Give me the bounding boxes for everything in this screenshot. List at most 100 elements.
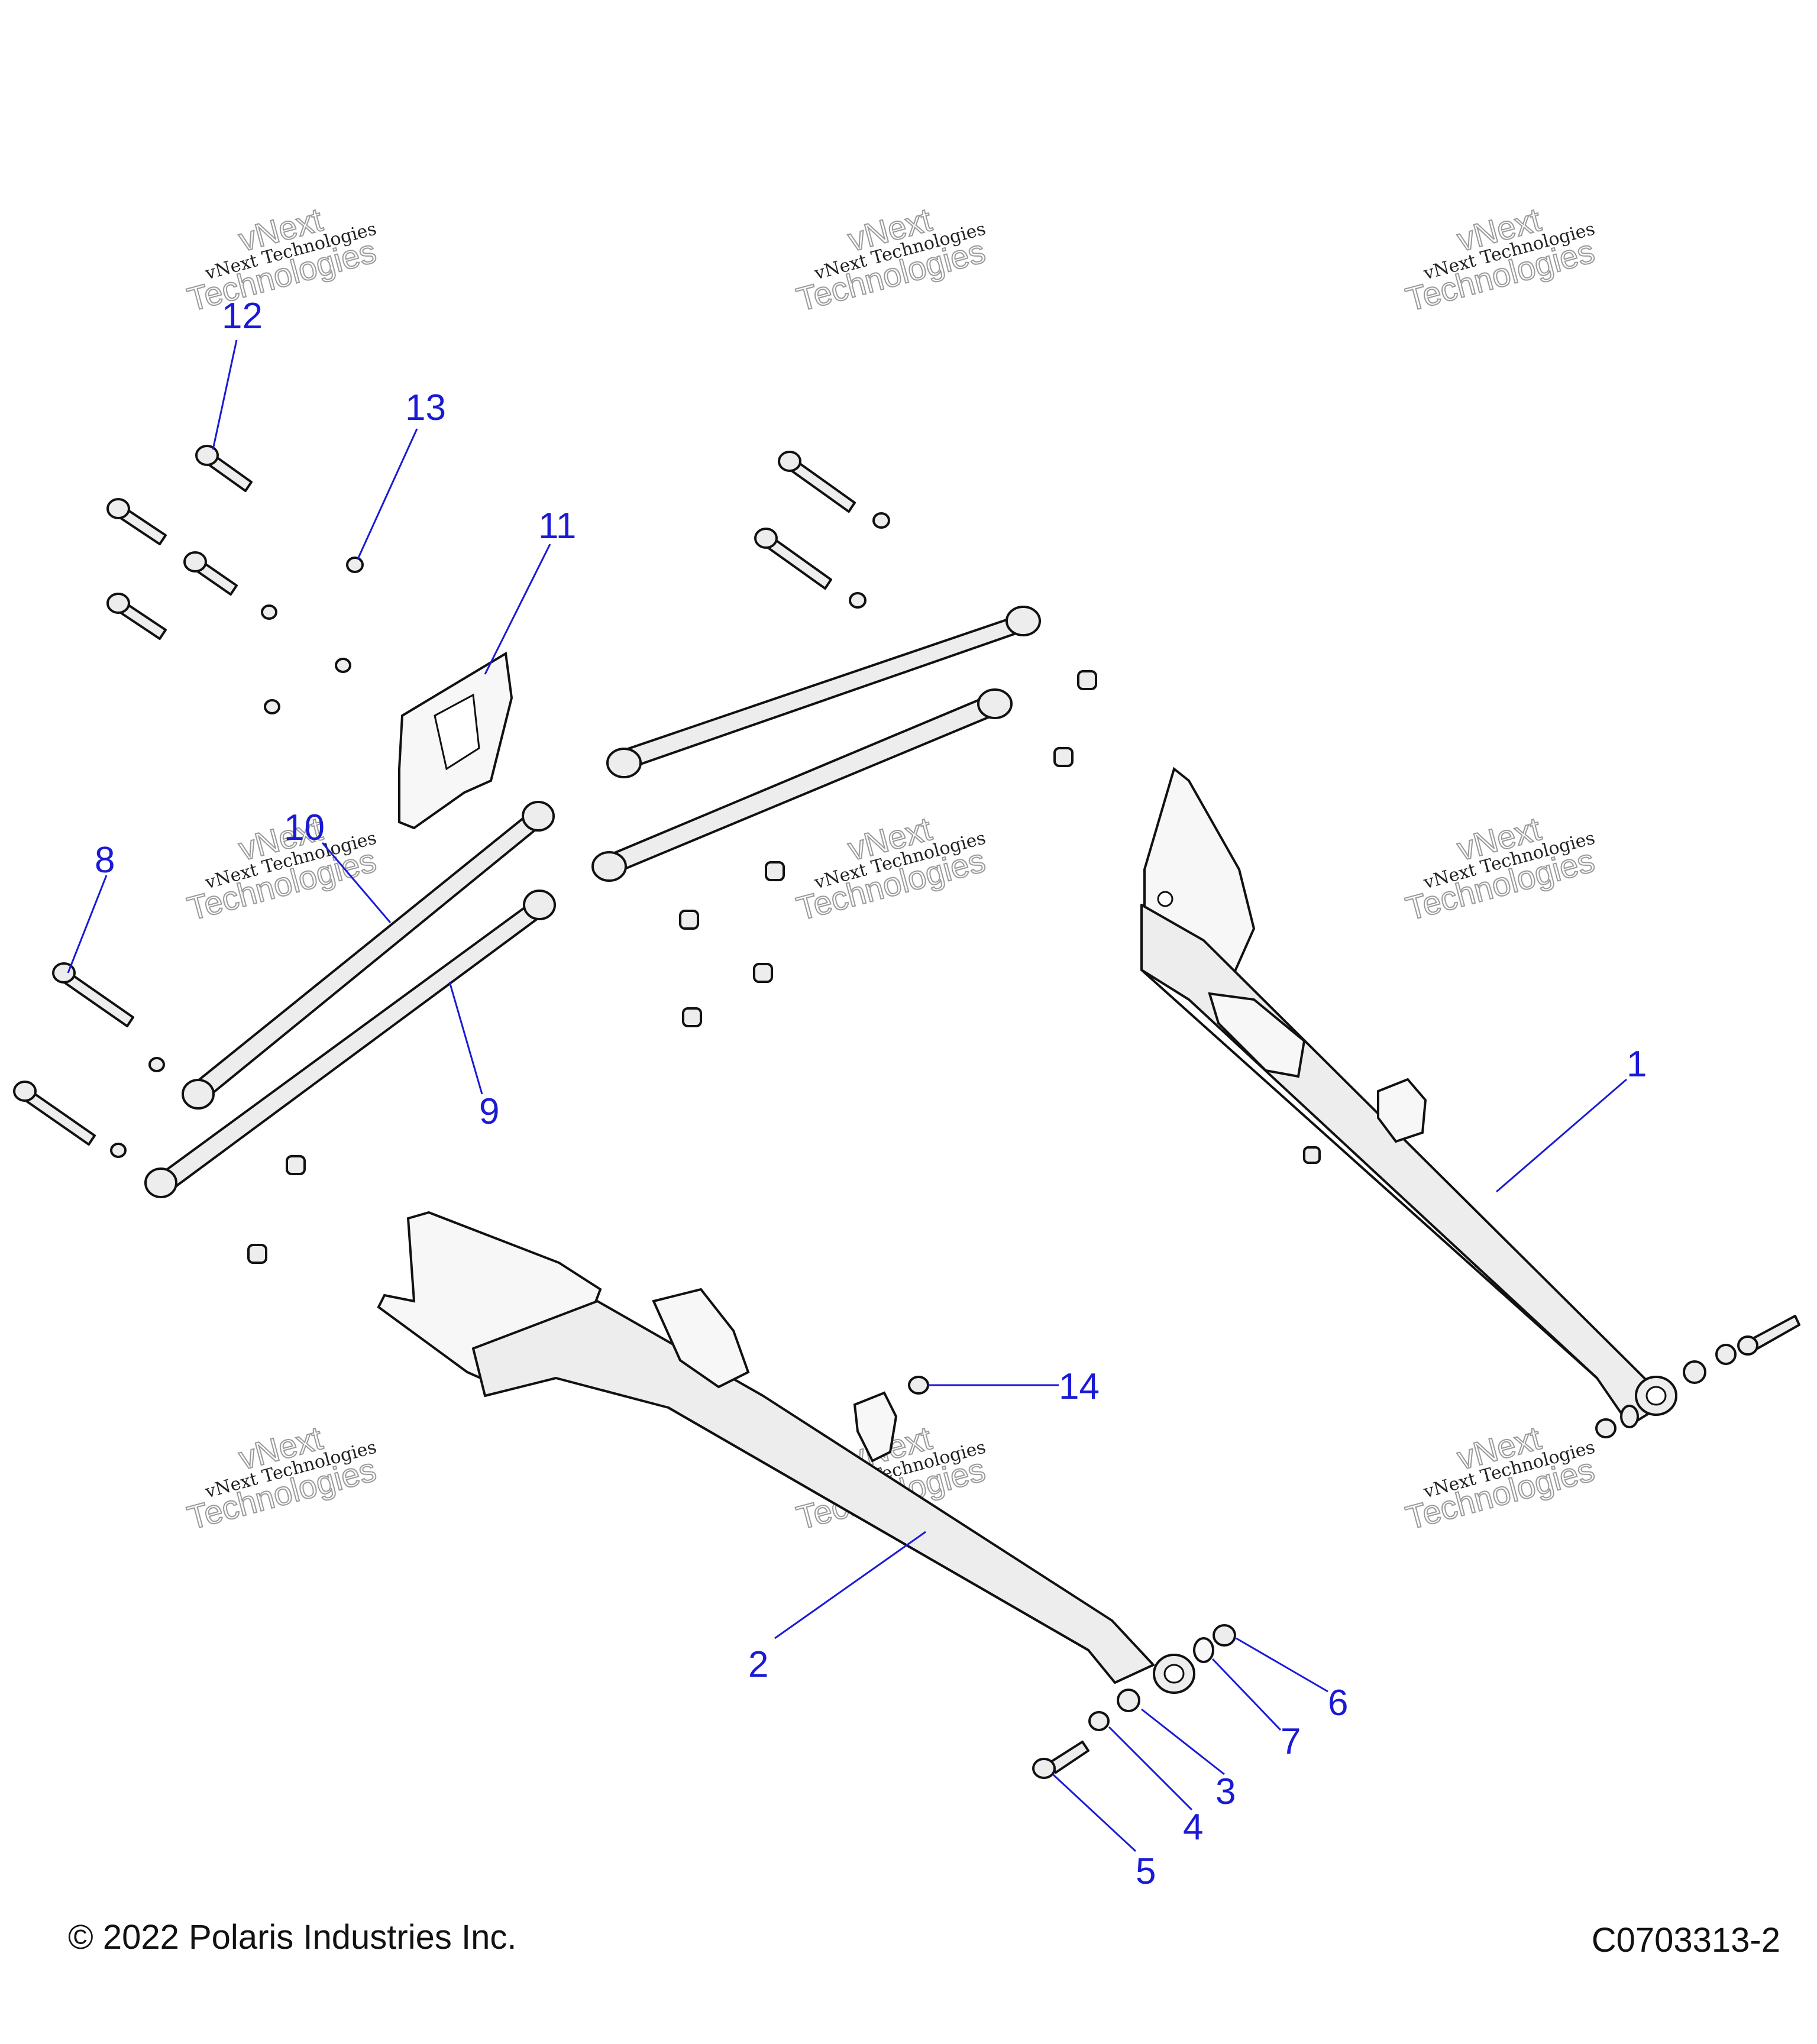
control-rod-10-end-b [522,801,555,832]
bolt-head [183,551,207,573]
bolt-8 [52,962,134,1027]
bolt-head [778,451,801,472]
nut [261,604,277,620]
watermark: vNext vNext Technologies Technologies [183,200,380,319]
trailing-arm-right-mount-2 [1377,1078,1427,1143]
bushing [679,910,699,930]
callout-8: 8 [95,840,115,881]
figure-code: C0703313-2 [1592,1921,1780,1959]
leader-5 [1052,1773,1137,1852]
bolts [13,445,1800,1779]
control-rod-upper-a-body [620,614,1027,770]
trailing-arm-right-mount [1208,992,1306,1078]
trailing-arm-left-edge [667,1406,1089,1651]
trailing-arm-left-mount-2 [853,1391,898,1463]
bushing [1053,747,1074,767]
bushing [753,963,773,983]
control-rod-9 [144,890,556,1198]
control-rod-10 [182,801,555,1110]
control-rod-upper-b-end-a [591,851,627,882]
bushing [1715,1344,1737,1365]
bushing-6 [1213,1624,1236,1647]
bolt-head [13,1081,37,1102]
bushing [765,861,785,881]
trailing-arm-left-mount [652,1288,750,1389]
control-rod-10-end-a [182,1079,215,1110]
leader-4 [1108,1726,1193,1811]
callout-1: 1 [1627,1044,1647,1085]
nut [110,1143,127,1158]
leader-11 [484,544,551,675]
control-rod-upper-a [606,606,1041,778]
trailing-arm-right [1140,767,1677,1427]
nut-13 [346,557,364,573]
bolt [1737,1315,1800,1356]
callout-labels: 1 2 3 4 5 6 7 8 9 10 11 12 13 14 [95,296,1647,1892]
trailing-arm-right-eye-hole [1645,1386,1667,1406]
bolt-head [106,593,130,614]
leader-6 [1236,1637,1328,1693]
trailing-arm-left-eye-hole [1163,1664,1185,1684]
leader-13 [357,428,418,559]
bushing [286,1155,306,1175]
spacer [1683,1360,1706,1384]
control-rod-upper-a-end-b [1006,606,1041,636]
bolt [754,528,832,590]
watermark: vNext vNext Technologies Technologies [1401,809,1599,928]
leader-8 [67,875,108,974]
bolt-head [1032,1758,1056,1779]
bolt-head [195,445,219,466]
nut [148,1057,165,1072]
callout-13: 13 [405,387,446,428]
leader-1 [1496,1078,1627,1193]
leader-3 [1141,1708,1225,1775]
bolt [778,451,856,513]
bolt [13,1081,96,1146]
watermark-grid: vNext vNext Technologies Technologies vN… [183,200,1599,1537]
control-rod-upper-b [591,688,1013,882]
callout-14: 14 [1059,1366,1100,1407]
watermark: vNext vNext Technologies Technologies [792,809,990,928]
watermark: vNext vNext Technologies Technologies [1401,1418,1599,1537]
mounting-plate-cutout [434,693,480,771]
small-parts [110,512,1737,1731]
callout-3: 3 [1215,1771,1236,1812]
callout-4: 4 [1183,1807,1203,1848]
leader-12 [212,339,238,450]
bolt-12 [195,445,253,492]
callout-10: 10 [284,807,325,848]
bolt-head [1737,1335,1758,1356]
watermark: vNext vNext Technologies Technologies [792,200,990,319]
spacer-3 [1117,1689,1140,1712]
bolt-5 [1032,1741,1089,1779]
callout-7: 7 [1281,1721,1301,1762]
control-rod-9-end-a [144,1167,177,1198]
watermark: vNext vNext Technologies Technologies [183,1418,380,1537]
bolt [183,551,238,596]
control-rod-upper-a-end-a [606,748,642,778]
bushing [682,1007,702,1027]
leader-7 [1211,1658,1282,1731]
nut [849,592,867,609]
mounting-plate [398,651,513,830]
watermark: vNext vNext Technologies Technologies [183,809,380,928]
control-rod-9-end-b [523,890,556,920]
nut-14 [908,1376,929,1395]
bushing [1303,1146,1321,1164]
bushing [1077,670,1097,690]
bolt-head [106,498,130,519]
callout-6: 6 [1328,1683,1348,1723]
leader-lines [67,339,1627,1852]
control-rod-upper-b-end-b [977,688,1013,719]
leader-2 [774,1531,926,1639]
bolt [106,593,167,640]
bolt-head [754,528,778,549]
leader-10 [321,842,392,923]
nut [264,699,280,714]
washer-7 [1193,1637,1214,1663]
nut [872,512,890,529]
callout-11: 11 [538,506,576,546]
nut [335,658,351,673]
watermark: vNext vNext Technologies Technologies [1401,200,1599,319]
control-rod-9-body [156,901,545,1193]
